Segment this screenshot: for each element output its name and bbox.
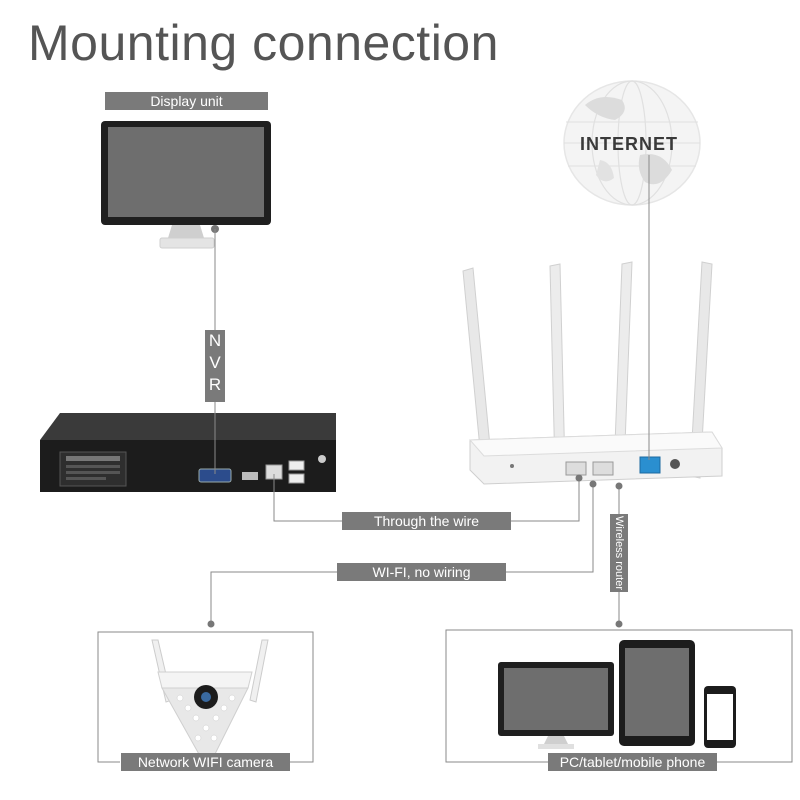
camera-icon xyxy=(151,639,269,757)
tablet-icon xyxy=(619,640,695,746)
label-pc-devices: PC/tablet/mobile phone xyxy=(548,753,717,771)
label-wifi-no-wiring: WI-FI, no wiring xyxy=(337,563,506,581)
monitor-icon xyxy=(101,121,271,249)
router-icon xyxy=(462,261,723,485)
connection-lines xyxy=(210,155,650,623)
label-nvr: N V R xyxy=(205,330,225,402)
label-network-camera: Network WIFI camera xyxy=(121,753,290,771)
page-title: Mounting connection xyxy=(28,15,499,71)
nvr-device-icon xyxy=(40,413,336,492)
nvr-letter-n: N xyxy=(208,331,222,350)
label-through-the-wire: Through the wire xyxy=(342,512,511,530)
label-wireless-router: Wireless router xyxy=(610,514,628,592)
connection-dots xyxy=(207,474,623,628)
phone-icon xyxy=(704,686,736,748)
pc-monitor-icon xyxy=(498,662,614,749)
label-internet: INTERNET xyxy=(580,134,678,154)
nvr-letter-r: R xyxy=(208,375,222,394)
label-display-unit: Display unit xyxy=(105,92,268,110)
device-frames xyxy=(97,629,793,763)
nvr-letter-v: V xyxy=(209,353,221,372)
globe-icon xyxy=(563,80,701,206)
wireless-router-text: Wireless router xyxy=(613,516,625,590)
